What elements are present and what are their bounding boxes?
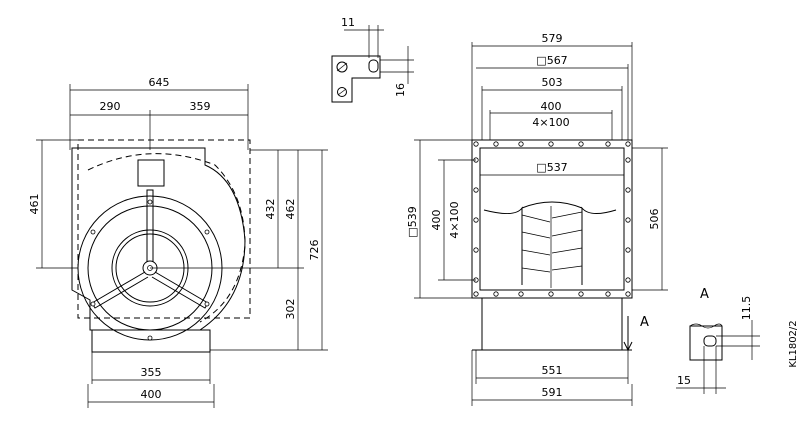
- motor-box: [137, 159, 165, 187]
- dim-462: 462: [284, 199, 297, 220]
- pedestal: [481, 297, 623, 351]
- dim-591: 591: [542, 386, 563, 399]
- bracket-detail: 11 16: [331, 16, 414, 103]
- housing-dashed-frame: [77, 139, 251, 319]
- fan-side-view: 645 290 359 461: [28, 76, 328, 408]
- dim-537: □537: [536, 161, 567, 174]
- dim-11-5: 11.5: [740, 296, 753, 321]
- housing-outline: [71, 147, 246, 331]
- dim-567: □567: [536, 54, 567, 67]
- dim-400-side: 400: [430, 210, 443, 231]
- detail-a-profile: [689, 325, 723, 361]
- flange-inner: [479, 147, 625, 291]
- outlet-front-view: 579 □567 503 400 4×100: [406, 32, 668, 406]
- section-marker-a: A: [640, 315, 649, 330]
- dim-302: 302: [284, 299, 297, 320]
- dim-11: 11: [341, 16, 355, 29]
- dim-290: 290: [100, 100, 121, 113]
- spoke-top: [146, 189, 154, 262]
- dim-726: 726: [308, 240, 321, 261]
- drawing-reference: KL1802/2: [788, 320, 799, 367]
- bracket-plate: [331, 55, 381, 103]
- impeller-outline: [483, 201, 617, 285]
- dim-359: 359: [190, 100, 211, 113]
- spoke-right: [151, 271, 209, 309]
- detail-a: A 11.5 15 KL1802/2: [676, 287, 799, 394]
- dim-579: 579: [542, 32, 563, 45]
- dim-551: 551: [542, 364, 563, 377]
- dim-400-top: 400: [541, 100, 562, 113]
- dim-503: 503: [542, 76, 563, 89]
- dim-4x100-top: 4×100: [532, 116, 569, 129]
- dim-461: 461: [28, 194, 41, 215]
- impeller-blades: [521, 206, 583, 288]
- dim-432: 432: [264, 199, 277, 220]
- dim-506: 506: [648, 209, 661, 230]
- dim-355: 355: [141, 366, 162, 379]
- dim-16: 16: [394, 83, 407, 97]
- dim-15: 15: [677, 374, 691, 387]
- flange-holes: [473, 141, 631, 297]
- dim-645: 645: [149, 76, 170, 89]
- base-plate: [91, 329, 211, 353]
- dim-539: □539: [406, 206, 419, 237]
- detail-a-label: A: [700, 287, 709, 302]
- spoke-left: [91, 271, 149, 309]
- dim-400-base: 400: [141, 388, 162, 401]
- dim-4x100-side: 4×100: [448, 201, 461, 238]
